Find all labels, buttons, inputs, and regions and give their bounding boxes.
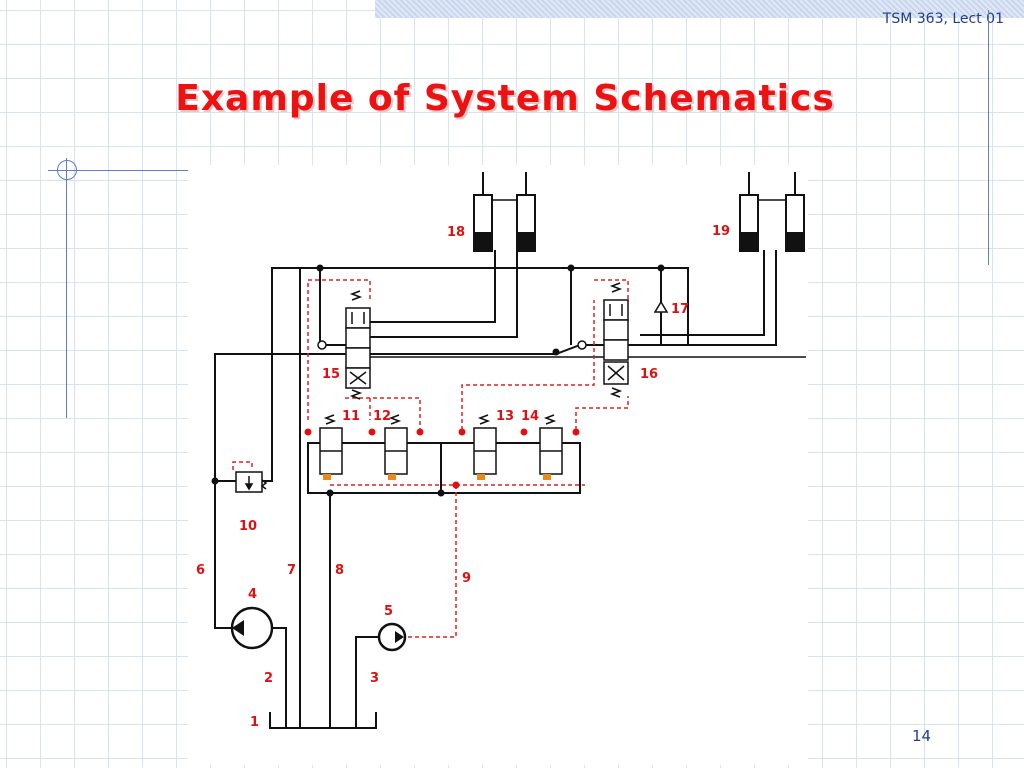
- decor-right-v-line: [988, 10, 989, 265]
- label-14: 14: [521, 409, 539, 424]
- label-9: 9: [462, 571, 471, 586]
- reservoir: [269, 712, 377, 729]
- cylinder-19: [739, 172, 805, 252]
- cylinder-18: [473, 172, 536, 252]
- label-7: 7: [287, 563, 296, 578]
- check-valve-17: [653, 300, 669, 313]
- pilot-port-dots: [304, 428, 580, 489]
- slide-title: Example of System Schematics: [175, 78, 835, 119]
- decor-v-line: [66, 158, 67, 418]
- label-18: 18: [447, 225, 465, 240]
- label-1: 1: [250, 715, 259, 730]
- label-3: 3: [370, 671, 379, 686]
- relief-valve-10: [235, 471, 268, 493]
- page-number: 14: [912, 727, 932, 745]
- label-12: 12: [373, 409, 391, 424]
- decor-h-line: [48, 170, 246, 171]
- pilot-lines: [232, 279, 629, 638]
- check-valve-left-icon: [317, 340, 327, 350]
- label-17: 17: [671, 302, 689, 317]
- label-15: 15: [322, 367, 340, 382]
- label-6: 6: [196, 563, 205, 578]
- hydraulic-lines: [214, 250, 806, 728]
- header-band: [375, 0, 1024, 18]
- label-16: 16: [640, 367, 658, 382]
- pilot-valve-13: [473, 414, 497, 480]
- pump-5: [377, 622, 407, 652]
- junction-dots: [211, 264, 665, 497]
- decor-circle-icon: [57, 160, 77, 180]
- check-valve-right-icon: [577, 340, 587, 350]
- label-10: 10: [239, 519, 257, 534]
- label-13: 13: [496, 409, 514, 424]
- label-5: 5: [384, 604, 393, 619]
- pilot-valve-14: [539, 414, 563, 480]
- label-8: 8: [335, 563, 344, 578]
- pilot-valve-11: [319, 414, 343, 480]
- label-11: 11: [342, 409, 360, 424]
- pilot-valve-12: [384, 414, 408, 480]
- label-19: 19: [712, 224, 730, 239]
- schematic-background: [188, 165, 808, 765]
- pump-4: [230, 606, 274, 650]
- course-label: TSM 363, Lect 01: [882, 11, 1004, 27]
- directional-valve-15: [345, 290, 371, 400]
- label-4: 4: [248, 587, 257, 602]
- label-2: 2: [264, 671, 273, 686]
- directional-valve-16: [603, 282, 629, 398]
